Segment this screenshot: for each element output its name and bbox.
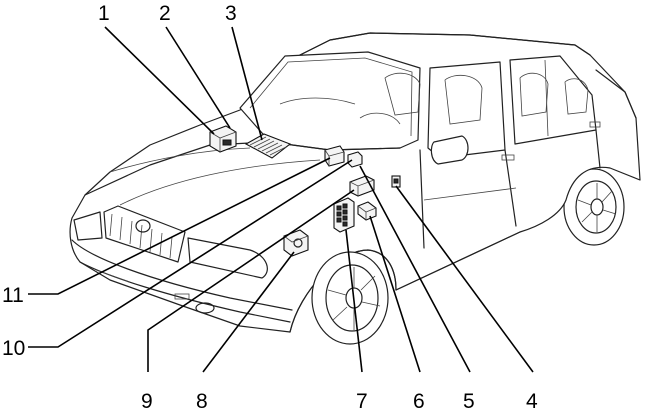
callout-3: 3 [225, 2, 237, 25]
front-door-window [427, 61, 506, 159]
component-8-horn [283, 229, 309, 257]
side-mirror [430, 135, 469, 165]
leader-line-7 [345, 229, 363, 373]
front-wheel [289, 249, 397, 345]
leader-line-5 [359, 165, 471, 373]
leader-line-10 [28, 159, 353, 348]
callout-6: 6 [413, 390, 425, 413]
leader-line-4 [395, 185, 534, 373]
leader-line-8 [202, 251, 295, 373]
leader-line-9 [147, 189, 355, 372]
callout-1: 1 [98, 2, 110, 25]
component-4-switch [391, 175, 401, 188]
callout-7: 7 [356, 390, 368, 413]
leader-line-2 [165, 26, 231, 129]
leader-lines [28, 26, 534, 373]
leader-line-6 [369, 215, 421, 373]
callout-4: 4 [526, 390, 538, 413]
right-headlight [187, 237, 268, 279]
leader-line-3 [231, 26, 263, 141]
component-10-connector [347, 151, 363, 168]
leader-line-11 [28, 157, 331, 295]
callout-5: 5 [463, 390, 475, 413]
grille [103, 205, 186, 263]
left-headlight [73, 211, 103, 241]
component-6-sensor [357, 201, 377, 221]
callout-8: 8 [196, 390, 208, 413]
callout-11: 11 [2, 284, 24, 307]
component-11-connector [324, 145, 345, 167]
component-7-relay-carrier [333, 197, 355, 233]
leader-line-1 [104, 26, 215, 135]
callout-9: 9 [141, 390, 153, 413]
callout-10: 10 [2, 337, 25, 360]
callout-numbers: 1 2 3 4 5 6 7 8 9 10 11 [2, 2, 538, 413]
callout-2: 2 [159, 2, 171, 25]
rear-wheel [563, 168, 625, 246]
component-1-relay-box [209, 125, 237, 153]
component-3-fuse-box [244, 133, 292, 159]
rear-door-window [509, 55, 597, 145]
